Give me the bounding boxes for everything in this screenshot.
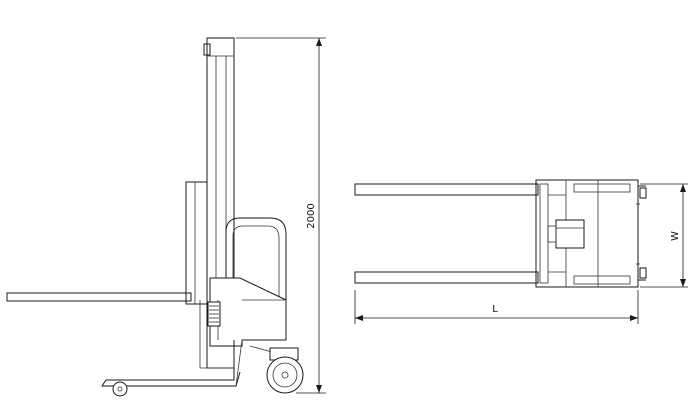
- drive-unit: [209, 277, 287, 347]
- forks-top: [354, 183, 539, 284]
- stabilizers-top: [636, 185, 647, 281]
- drive-wheel: [266, 347, 304, 394]
- height-dimension: 2000: [236, 37, 326, 394]
- chassis-top: [535, 179, 639, 288]
- chassis-legs: [101, 300, 273, 387]
- tiller-handle: [225, 217, 287, 305]
- drive-motor-top: [547, 219, 585, 249]
- length-dimension: L: [354, 290, 639, 324]
- top-view: W L: [354, 179, 688, 324]
- height-dimension-label: 2000: [306, 203, 317, 228]
- width-dimension-label: W: [670, 231, 681, 241]
- fork-side: [6, 292, 192, 302]
- width-dimension: W: [640, 183, 688, 288]
- front-roller: [112, 381, 128, 397]
- side-view: 2000: [6, 37, 326, 397]
- vent-slots: [207, 301, 221, 327]
- length-dimension-label: L: [492, 304, 498, 315]
- carriage: [185, 181, 208, 305]
